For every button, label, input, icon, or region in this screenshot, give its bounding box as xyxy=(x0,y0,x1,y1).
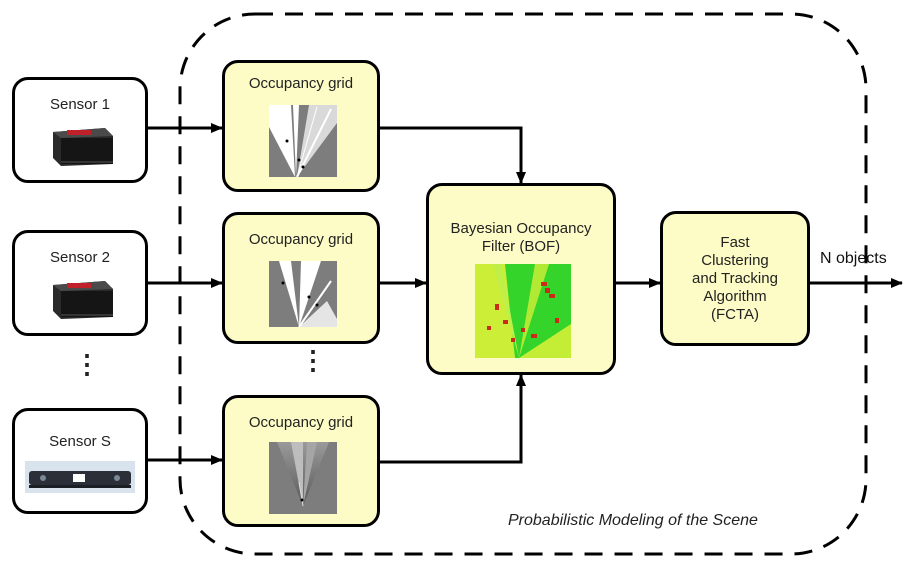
sensor-s-box: Sensor S xyxy=(12,408,148,514)
bof-label-line1: Bayesian Occupancy xyxy=(450,220,592,237)
grid-ellipsis: ⋮ xyxy=(300,345,326,375)
fcta-label-line2: Clustering xyxy=(701,252,769,269)
fcta-label-line1: Fast xyxy=(720,234,750,251)
scene-region-caption: Probabilistic Modeling of the Scene xyxy=(508,512,758,529)
occupancy-grid-1-image xyxy=(269,105,337,177)
occupancy-grid-3-image xyxy=(269,442,337,514)
fcta-box: Fast Clustering and Tracking Algorithm (… xyxy=(660,211,810,346)
arrow-grid3-to-bof xyxy=(380,374,526,464)
bof-label-line2: Filter (BOF) xyxy=(481,238,561,255)
sensor-2-label: Sensor 2 xyxy=(49,249,111,266)
arrow-grid1-to-bof xyxy=(380,126,526,184)
sensor-ellipsis: ⋮ xyxy=(74,349,100,379)
occupancy-grid-1-label: Occupancy grid xyxy=(248,75,354,92)
fcta-label-line3: and Tracking xyxy=(692,270,778,287)
occupancy-grid-1-box: Occupancy grid xyxy=(222,60,380,192)
sensor-2-box: Sensor 2 xyxy=(12,230,148,336)
occupancy-grid-2-image xyxy=(269,261,337,327)
laser-scanner-icon xyxy=(47,275,117,321)
stereo-camera-icon xyxy=(25,461,135,493)
occupancy-grid-3-box: Occupancy grid xyxy=(222,395,380,527)
sensor-s-label: Sensor S xyxy=(49,433,111,450)
occupancy-grid-2-label: Occupancy grid xyxy=(248,231,354,248)
sensor-1-label: Sensor 1 xyxy=(49,96,111,113)
occupancy-grid-3-label: Occupancy grid xyxy=(248,414,354,431)
occupancy-grid-2-box: Occupancy grid xyxy=(222,212,380,344)
bof-heatmap-image xyxy=(475,264,571,358)
bof-box: Bayesian Occupancy Filter (BOF) xyxy=(426,183,616,375)
fcta-label-line5: (FCTA) xyxy=(710,306,760,323)
fcta-label-line4: Algorithm xyxy=(703,288,767,305)
output-label: N objects xyxy=(820,250,887,267)
laser-scanner-icon xyxy=(47,122,117,168)
sensor-1-box: Sensor 1 xyxy=(12,77,148,183)
